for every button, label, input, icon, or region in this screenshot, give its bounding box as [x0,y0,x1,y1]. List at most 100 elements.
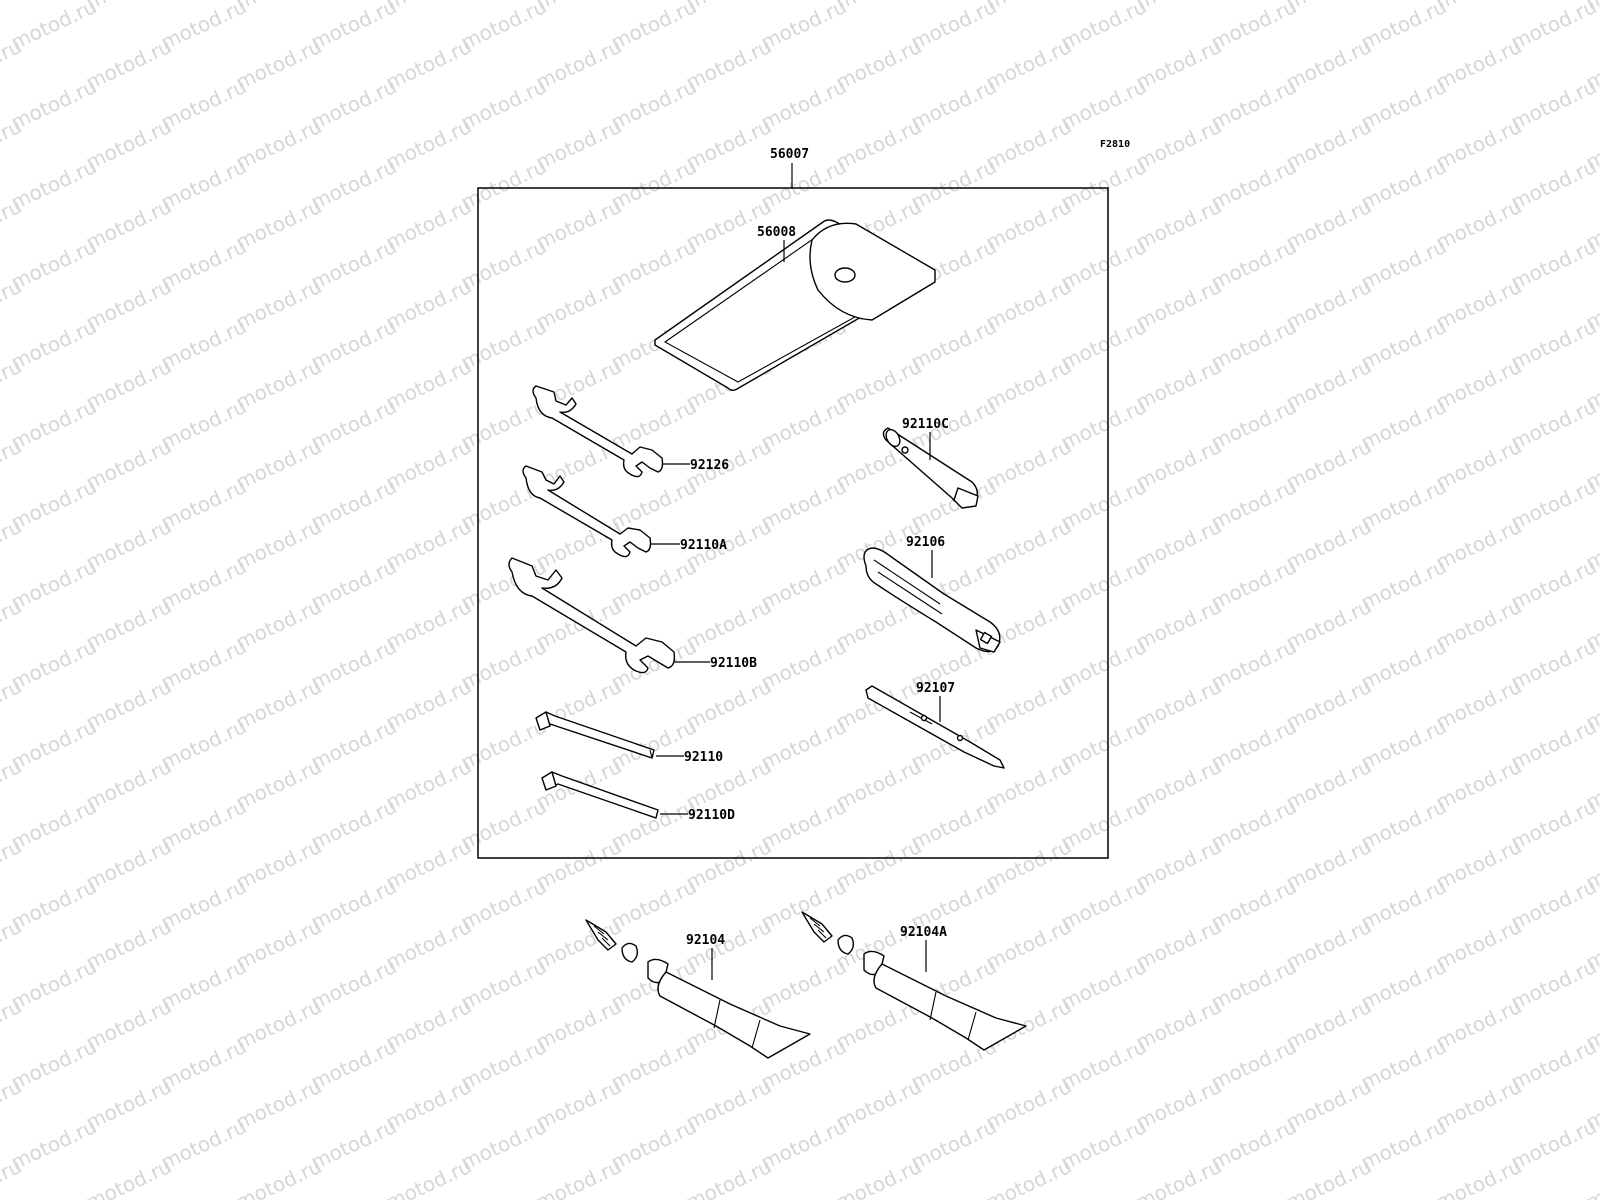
watermark-text: motod.ru [982,34,1075,95]
watermark-text: motod.ru [82,1154,175,1200]
watermark-text: motod.ru [1282,274,1375,335]
watermark-text: motod.ru [1132,274,1225,335]
watermark-text: motod.ru [682,594,775,655]
watermark-text: motod.ru [157,0,250,55]
watermark-text: motod.ru [682,834,775,895]
watermark-text: motod.ru [607,154,700,215]
watermark-text: motod.ru [1132,114,1225,175]
watermark-text: motod.ru [1057,234,1150,295]
watermark-text: motod.ru [1282,194,1375,255]
watermark-text: motod.ru [82,114,175,175]
watermark-text: motod.ru [982,434,1075,495]
watermark-text: motod.ru [157,314,250,375]
watermark-text: motod.ru [757,714,850,775]
label-92107: 92107 [916,681,955,696]
watermark-text: motod.ru [1282,1074,1375,1135]
watermark-text: motod.ru [1507,554,1600,615]
watermark-text: motod.ru [307,234,400,295]
watermark-text: motod.ru [82,354,175,415]
watermark-text: motod.ru [7,0,100,55]
watermark-text: motod.ru [232,994,325,1055]
watermark-text: motod.ru [1357,314,1450,375]
watermark-text: motod.ru [532,994,625,1055]
watermark-text: motod.ru [232,594,325,655]
watermark-text: motod.ru [1282,434,1375,495]
watermark-text: motod.ru [1432,1074,1525,1135]
watermark-text: motod.ru [982,674,1075,735]
watermark-text: motod.ru [757,634,850,695]
watermark-text: motod.ru [457,874,550,935]
watermark-text: motod.ru [457,634,550,695]
watermark-text: motod.ru [907,0,1000,55]
watermark-text: motod.ru [157,554,250,615]
watermark-text: motod.ru [832,34,925,95]
watermark-text: motod.ru [382,114,475,175]
watermark-text: motod.ru [532,1074,625,1135]
watermark-text: motod.ru [832,1074,925,1135]
screwdriver-bit-92107 [865,685,1005,769]
tool-bag [654,219,936,391]
watermark-text: motod.ru [457,0,550,55]
watermark-text: motod.ru [1132,754,1225,815]
watermark-text: motod.ru [82,754,175,815]
watermark-text: motod.ru [982,194,1075,255]
watermark-text: motod.ru [1207,954,1300,1015]
watermark-text: motod.ru [1132,594,1225,655]
watermark-text: motod.ru [82,514,175,575]
watermark-text: motod.ru [7,314,100,375]
watermark-text: motod.ru [607,0,700,55]
watermark-text: motod.ru [1507,794,1600,855]
watermark-text: motod.ru [982,354,1075,415]
watermark-text: motod.ru [1057,874,1150,935]
watermark-text: motod.ru [1057,74,1150,135]
watermark-text: motod.ru [982,1154,1075,1200]
watermark-text: motod.ru [607,474,700,535]
figure-code: F2810 [1100,139,1130,150]
watermark-text: motod.ru [682,114,775,175]
watermark-text: motod.ru [1357,954,1450,1015]
watermark-text: motod.ru [1132,514,1225,575]
watermark-text: motod.ru [7,874,100,935]
watermark-text: motod.ru [7,74,100,135]
watermark-text: motod.ru [457,1034,550,1095]
watermark-text: motod.ru [532,34,625,95]
watermark-text: motod.ru [232,1154,325,1200]
watermark-text: motod.ru [1282,594,1375,655]
watermark-text: motod.ru [382,674,475,735]
watermark-text: motod.ru [82,194,175,255]
watermark-text: motod.ru [907,74,1000,135]
watermark-text: motod.ru [1507,714,1600,775]
watermark-text: motod.ru [1207,154,1300,215]
watermark-text: motod.ru [1132,34,1225,95]
watermark-text: motod.ru [1057,394,1150,455]
watermark-text: motod.ru [7,554,100,615]
watermark-text: motod.ru [757,874,850,935]
watermark-text: motod.ru [457,74,550,135]
watermark-text: motod.ru [1207,474,1300,535]
watermark-text: motod.ru [1132,914,1225,975]
watermark-text: motod.ru [682,1074,775,1135]
watermark-text: motod.ru [157,634,250,695]
watermark-text: motod.ru [232,274,325,335]
watermark-text: motod.ru [1507,1034,1600,1095]
watermark-text: motod.ru [1207,714,1300,775]
watermark-text: motod.ru [682,674,775,735]
watermark-text: motod.ru [1357,74,1450,135]
watermark-text: motod.ru [1207,74,1300,135]
watermark-text: motod.ru [307,1034,400,1095]
watermark-text: motod.ru [7,794,100,855]
watermark-text: motod.ru [1432,754,1525,815]
watermark-text: motod.ru [457,714,550,775]
watermark-text: motod.ru [1357,0,1450,55]
watermark-text: motod.ru [1432,274,1525,335]
grease-tube-92104 [585,919,811,1059]
watermark-text: motod.ru [307,714,400,775]
wrench-92126 [532,385,664,478]
watermark-text: motod.ru [1357,154,1450,215]
watermark-text: motod.ru [1432,194,1525,255]
watermark-text: motod.ru [1507,954,1600,1015]
watermark-text: motod.ru [307,394,400,455]
watermark-text: motod.ru [1207,314,1300,375]
watermark-text: motod.ru [157,714,250,775]
label-92104a: 92104A [900,925,947,940]
